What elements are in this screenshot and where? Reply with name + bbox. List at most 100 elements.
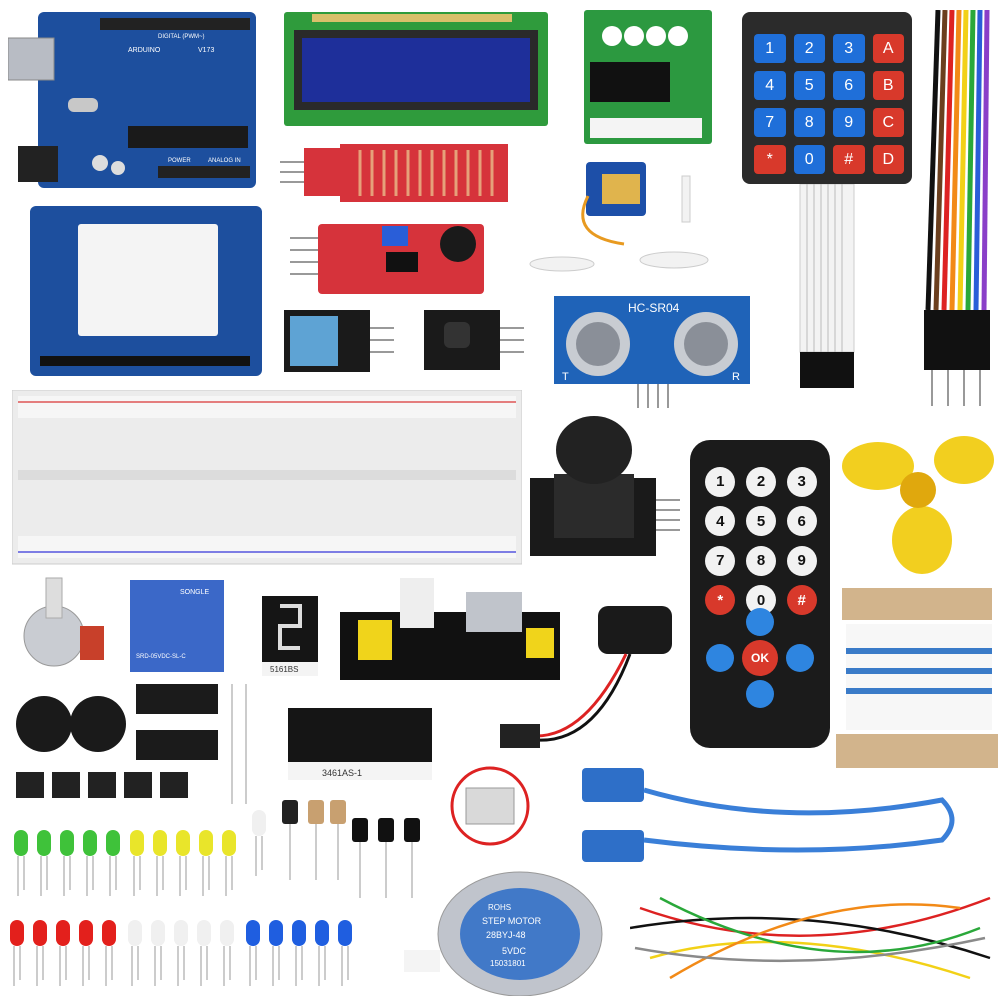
led-white <box>252 810 266 876</box>
keypad-key[interactable]: # <box>833 145 865 174</box>
prototype-shield <box>30 206 262 376</box>
keypad-key[interactable]: 9 <box>833 108 865 137</box>
remote-key[interactable]: 4 <box>705 506 736 537</box>
keypad-key[interactable]: 6 <box>833 71 865 100</box>
arduino-version-text: V173 <box>198 47 214 54</box>
led-white <box>174 920 188 986</box>
remote-left-button[interactable] <box>706 644 734 672</box>
keypad-key[interactable]: 3 <box>833 34 865 63</box>
relay-model-text: SRD-05VDC-SL-C <box>136 654 186 660</box>
keypad-key[interactable]: 4 <box>754 71 786 100</box>
arduino-power-text: POWER <box>168 158 191 164</box>
dupont-rainbow-cables <box>924 10 990 406</box>
keypad-key[interactable]: A <box>872 34 904 63</box>
keypad-key[interactable]: 1 <box>754 34 786 63</box>
stepper-motor-28byj48: ROHS STEP MOTOR 28BYJ-48 5VDC 15031801 <box>404 871 603 996</box>
lcd-1602-module <box>284 12 548 126</box>
dht11-sensor <box>284 310 394 372</box>
seven-segment-quad: 3461AS-1 <box>288 708 432 780</box>
resistor-pack <box>836 588 998 768</box>
led-green <box>37 830 51 896</box>
remote-key[interactable]: 7 <box>705 545 736 576</box>
remote-key[interactable]: 1 <box>705 466 736 497</box>
ultrasonic-pin-r: R <box>732 371 740 383</box>
stepper-line2: 28BYJ-48 <box>486 930 526 940</box>
potentiometer <box>23 577 104 667</box>
led-red <box>102 920 116 986</box>
segment-quad-part-text: 3461AS-1 <box>322 768 362 778</box>
solderless-breadboard <box>12 390 522 565</box>
led-green <box>83 830 97 896</box>
stepper-line4: 15031801 <box>490 959 526 968</box>
led-blue <box>315 920 329 986</box>
seven-segment-single: 5161BS <box>262 596 318 676</box>
led-green <box>14 830 28 896</box>
led-red <box>79 920 93 986</box>
stepper-driver-board <box>584 10 712 144</box>
ir-receiver-module <box>424 310 524 370</box>
led-white <box>220 920 234 986</box>
remote-key[interactable]: 9 <box>786 545 817 576</box>
remote-up-button[interactable] <box>746 608 774 636</box>
remote-key[interactable]: 5 <box>745 506 776 537</box>
keypad-key[interactable]: 5 <box>793 71 825 100</box>
led-blue <box>246 920 260 986</box>
keypad-key[interactable]: * <box>754 145 786 174</box>
9v-battery-clip <box>500 606 672 748</box>
sg90-servo <box>529 162 709 272</box>
led-white <box>197 920 211 986</box>
led-yellow <box>130 830 144 896</box>
led-blue <box>269 920 283 986</box>
remote-key[interactable]: 6 <box>786 506 817 537</box>
led-yellow <box>153 830 167 896</box>
keypad-key[interactable]: D <box>872 145 904 174</box>
electrolytic-capacitor <box>404 818 420 898</box>
keypad-key[interactable]: 0 <box>793 145 825 174</box>
remote-key[interactable]: 8 <box>745 545 776 576</box>
sound-sensor-module <box>290 224 484 294</box>
remote-key[interactable]: * <box>705 585 736 616</box>
remote-key[interactable]: 2 <box>745 466 776 497</box>
led-blue <box>338 920 352 986</box>
arduino-analog-text: ANALOG IN <box>208 158 241 164</box>
arduino-uno-board: ARDUINO V173 DIGITAL (PWM~) POWER ANALOG… <box>8 12 256 188</box>
led-red <box>56 920 70 986</box>
buzzers <box>16 696 126 752</box>
ic-chips-and-diodes <box>136 684 247 804</box>
keypad-ribbon-cable <box>799 184 855 388</box>
tactile-push-buttons <box>16 772 188 798</box>
ultrasonic-model-text: HC-SR04 <box>628 301 680 315</box>
breadboard-power-supply <box>340 578 560 680</box>
led-and-components-area <box>10 800 420 986</box>
relay-module: SONGLE SRD-05VDC-SL-C <box>130 580 224 672</box>
keypad-key[interactable]: 2 <box>793 34 825 63</box>
water-level-sensor <box>280 144 508 202</box>
remote-down-button[interactable] <box>746 680 774 708</box>
arduino-digital-text: DIGITAL (PWM~) <box>158 34 205 40</box>
remote-right-button[interactable] <box>786 644 814 672</box>
transistor <box>352 818 368 898</box>
usb-cable <box>582 768 955 862</box>
keypad-key[interactable]: 7 <box>754 108 786 137</box>
thermistor <box>282 800 298 880</box>
fan-propeller <box>842 436 994 574</box>
keypad-key[interactable]: 8 <box>793 108 825 137</box>
keypad-key[interactable]: C <box>872 108 904 137</box>
photoresistor <box>308 800 324 880</box>
remote-key[interactable]: # <box>786 585 817 616</box>
keypad-key[interactable]: B <box>872 71 904 100</box>
led-yellow <box>222 830 236 896</box>
relay-brand-text: SONGLE <box>180 589 210 596</box>
joystick-module <box>530 416 680 556</box>
stepper-brand-text: ROHS <box>488 903 511 912</box>
led-red <box>33 920 47 986</box>
remote-key[interactable]: 3 <box>786 466 817 497</box>
remote-ok-button[interactable]: OK <box>742 640 778 676</box>
stepper-line1: STEP MOTOR <box>482 916 542 926</box>
led-green <box>106 830 120 896</box>
photoresistor <box>330 800 346 880</box>
led-yellow <box>176 830 190 896</box>
